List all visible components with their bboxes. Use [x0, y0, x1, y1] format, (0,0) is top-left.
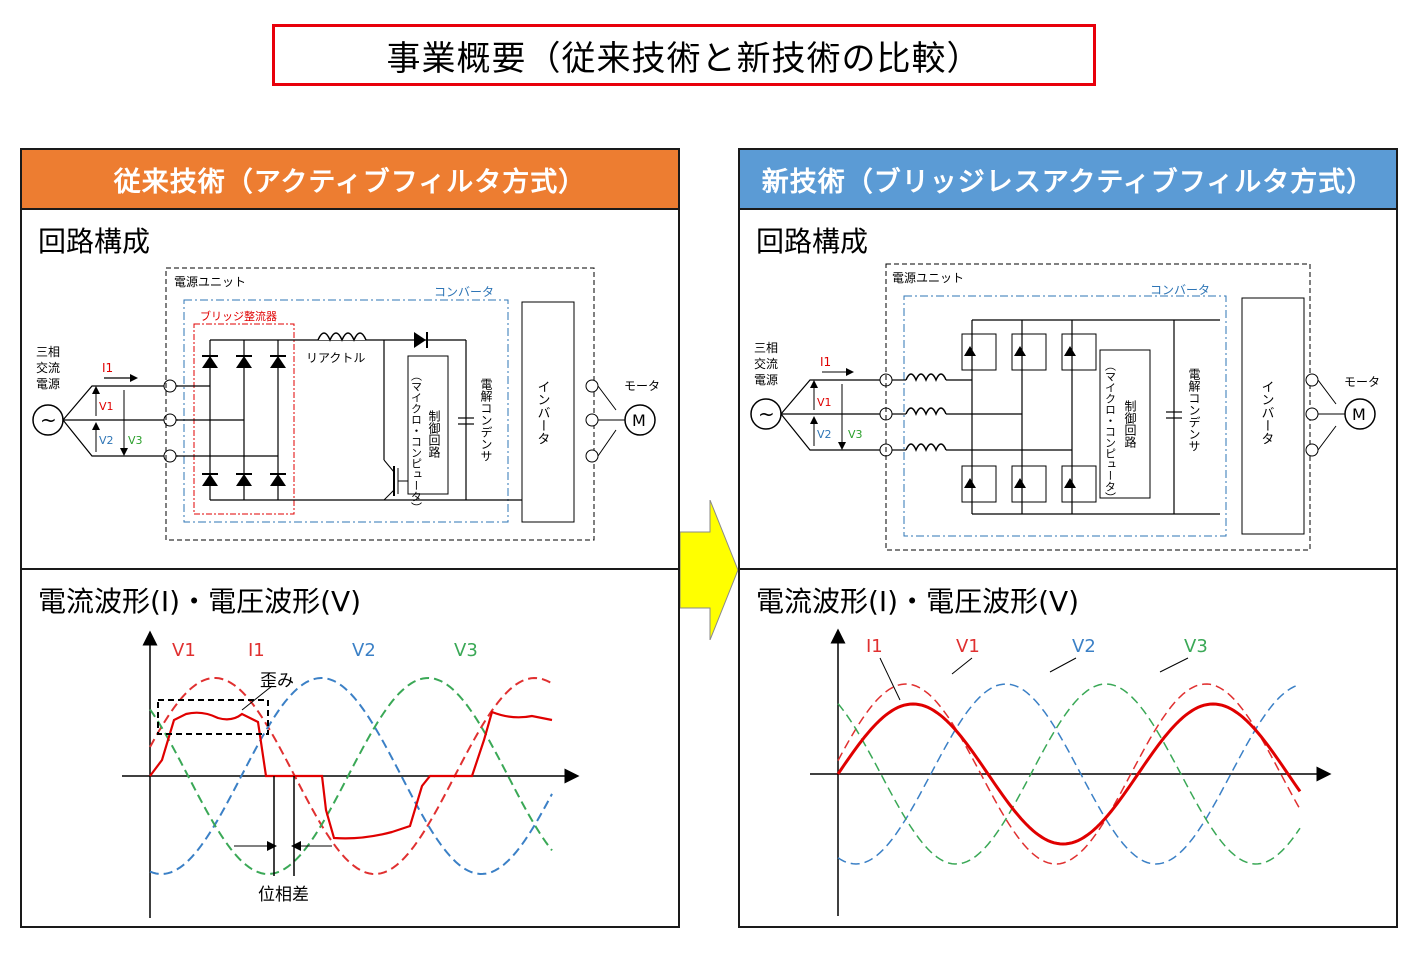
capacitor-label: 電解コンデンサ: [479, 378, 493, 462]
power-unit-label: 電源ユニット: [174, 275, 246, 289]
v1-label-right: V1: [817, 396, 832, 409]
v2-label: V2: [99, 434, 114, 447]
capacitor-label-right: 電解コンデンサ: [1187, 368, 1201, 452]
section-divider: [22, 568, 678, 570]
motor-label-right: モータ: [1344, 375, 1380, 389]
conventional-waveform: 歪み V1 I1 V2 V3 位相差: [122, 630, 580, 918]
motor-icon: [624, 404, 656, 436]
conventional-panel: 従来技術（アクティブフィルタ方式） 回路構成 電流波形(I)・電圧波形(V) 三…: [20, 148, 680, 928]
source-label-1: 三相: [36, 345, 60, 359]
section-divider-right: [740, 568, 1396, 570]
converter-label: コンバータ: [434, 285, 494, 299]
v2-label-right: V2: [817, 428, 832, 441]
v3-label: V3: [128, 434, 143, 447]
i1-label: I1: [102, 361, 113, 375]
source-label-2: 交流: [36, 360, 60, 375]
motor-symbol-right: M: [1352, 405, 1366, 424]
converter-label-right: コンバータ: [1150, 283, 1210, 297]
wave-v1-label: V1: [172, 640, 196, 661]
distortion-box: [157, 699, 269, 735]
wave-v3-label: V3: [454, 640, 478, 661]
control-sublabel-right: （マイクロ・コンピュータ）: [1104, 360, 1117, 503]
inverter-label: インバータ: [535, 380, 551, 445]
distortion-label: 歪み: [260, 671, 294, 691]
reactor-label: リアクトル: [306, 351, 365, 365]
page-title: 事業概要（従来技術と新技術の比較）: [272, 24, 1096, 86]
wave-label-right: 電流波形(I)・電圧波形(V): [756, 585, 1080, 618]
new-tech-circuit-diagram: 三相 交流 電源 ~ I1 V1 V2 V3 電源ユニット コンバータ: [750, 263, 1380, 551]
inverter-label-right: インバータ: [1259, 380, 1275, 445]
source-label-right-2: 交流: [754, 356, 778, 371]
source-label-right-1: 三相: [754, 341, 778, 355]
v1-label: V1: [99, 400, 114, 413]
wave-v2-label-right: V2: [1072, 636, 1096, 657]
control-label-right: 制御回路: [1123, 400, 1137, 449]
circuit-label-right: 回路構成: [756, 225, 869, 258]
wave-v2-label: V2: [352, 640, 376, 661]
svg-text:~: ~: [758, 402, 775, 426]
circuit-label: 回路構成: [38, 225, 151, 258]
motor-label: モータ: [624, 379, 660, 393]
transition-arrow-icon: [680, 500, 739, 640]
v3-label-right: V3: [848, 428, 863, 441]
new-tech-panel: 新技術（ブリッジレスアクティブフィルタ方式） 回路構成 電流波形(I)・電圧波形…: [738, 148, 1398, 928]
wave-i1-label-right: I1: [866, 636, 883, 657]
motor-icon-right: [1344, 398, 1376, 430]
phase-diff-label: 位相差: [258, 885, 309, 905]
control-sublabel: （マイクロ・コンピュータ）: [410, 370, 423, 513]
source-label-3: 電源: [36, 377, 60, 391]
power-unit-label-right: 電源ユニット: [892, 271, 964, 285]
wave-v3-label-right: V3: [1184, 636, 1208, 657]
source-label-right-3: 電源: [754, 373, 778, 387]
current-i1-sine: [836, 702, 1302, 846]
wave-label: 電流波形(I)・電圧波形(V): [38, 585, 362, 618]
conventional-circuit-diagram: 三相 交流 電源 ~ I1 V1 V2 V3 電源ユニット コンバータ ブリッジ…: [32, 267, 660, 541]
wave-i1-label: I1: [248, 640, 265, 661]
current-i1-line: [149, 710, 553, 840]
new-tech-waveform: I1 V1 V2 V3: [810, 628, 1332, 916]
motor-symbol: M: [632, 411, 646, 430]
reactor-icon: [317, 332, 367, 342]
i1-label-right: I1: [820, 355, 831, 369]
conventional-header: 従来技術（アクティブフィルタ方式）: [22, 150, 678, 210]
control-label: 制御回路: [427, 410, 441, 459]
bridge-label: ブリッジ整流器: [200, 309, 277, 323]
svg-text:~: ~: [40, 408, 57, 432]
wave-v1-label-right: V1: [956, 636, 980, 657]
new-tech-header: 新技術（ブリッジレスアクティブフィルタ方式）: [740, 150, 1396, 210]
